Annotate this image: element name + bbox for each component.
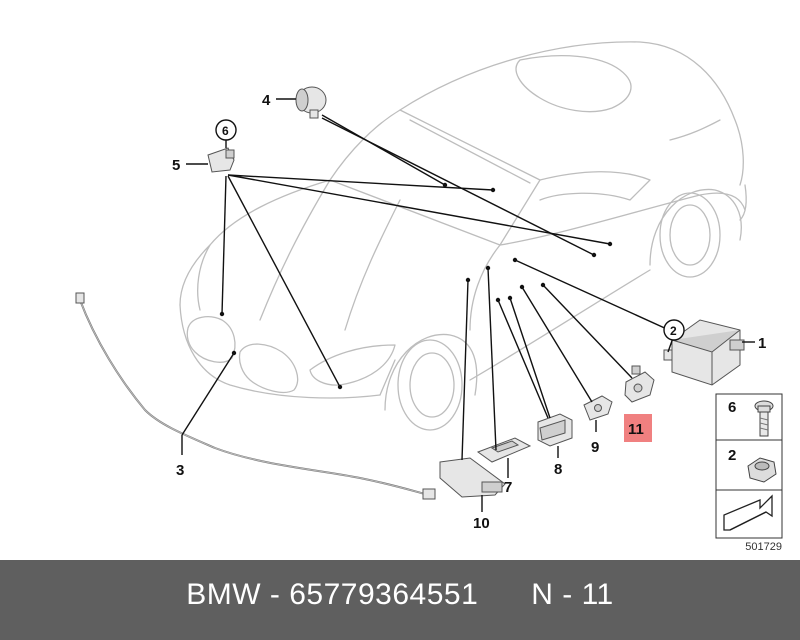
- callout-2-circle: [663, 319, 685, 341]
- footer-bar: [0, 560, 800, 640]
- part-7-pad[interactable]: [476, 437, 532, 463]
- callout-11-highlight: [624, 414, 652, 442]
- hex-nut-icon: [747, 457, 777, 483]
- diagram-svg: 4 5 6 1 2 3 11 9 8 7 10 6 2: [75, 41, 783, 539]
- callout-4: 4: [262, 92, 271, 109]
- callout-6: 6: [222, 124, 229, 138]
- callout-2: 2: [670, 324, 677, 338]
- callout-10: 10: [473, 515, 490, 532]
- part-10-module[interactable]: [439, 457, 506, 498]
- legend-6: 6: [728, 399, 736, 416]
- bolt-icon: [754, 400, 774, 437]
- part-11-bracket[interactable]: [624, 365, 655, 403]
- callout-5: 5: [172, 157, 180, 174]
- callout-11: 11: [628, 421, 644, 438]
- arrow-icon: [723, 494, 773, 531]
- footer-part-number: BMW - 65779364551 N - 11: [186, 578, 614, 611]
- callout-1: 1: [758, 335, 766, 352]
- part-8-clip[interactable]: [537, 413, 573, 447]
- fastener-legend: 6 2: [715, 393, 783, 539]
- leader-lines: [181, 98, 755, 512]
- part-3-cable[interactable]: [75, 292, 436, 500]
- callout-9: 9: [591, 439, 599, 456]
- part-1-control-unit[interactable]: [663, 319, 745, 386]
- callout-8: 8: [554, 461, 562, 478]
- location-dots: [219, 182, 613, 390]
- callout-7: 7: [504, 479, 512, 496]
- callout-3: 3: [176, 462, 184, 479]
- part-4-sensor[interactable]: [295, 86, 327, 119]
- callout-6-circle: [215, 119, 237, 141]
- part-9-bracket[interactable]: [583, 395, 613, 421]
- legend-2: 2: [728, 447, 736, 464]
- part-5-sensor[interactable]: [207, 147, 235, 173]
- callouts: 4 5 6 1 2 3 11 9 8 7 10: [172, 92, 766, 532]
- car-outline: [179, 41, 747, 431]
- diagram-reference-code: 501729: [745, 541, 782, 553]
